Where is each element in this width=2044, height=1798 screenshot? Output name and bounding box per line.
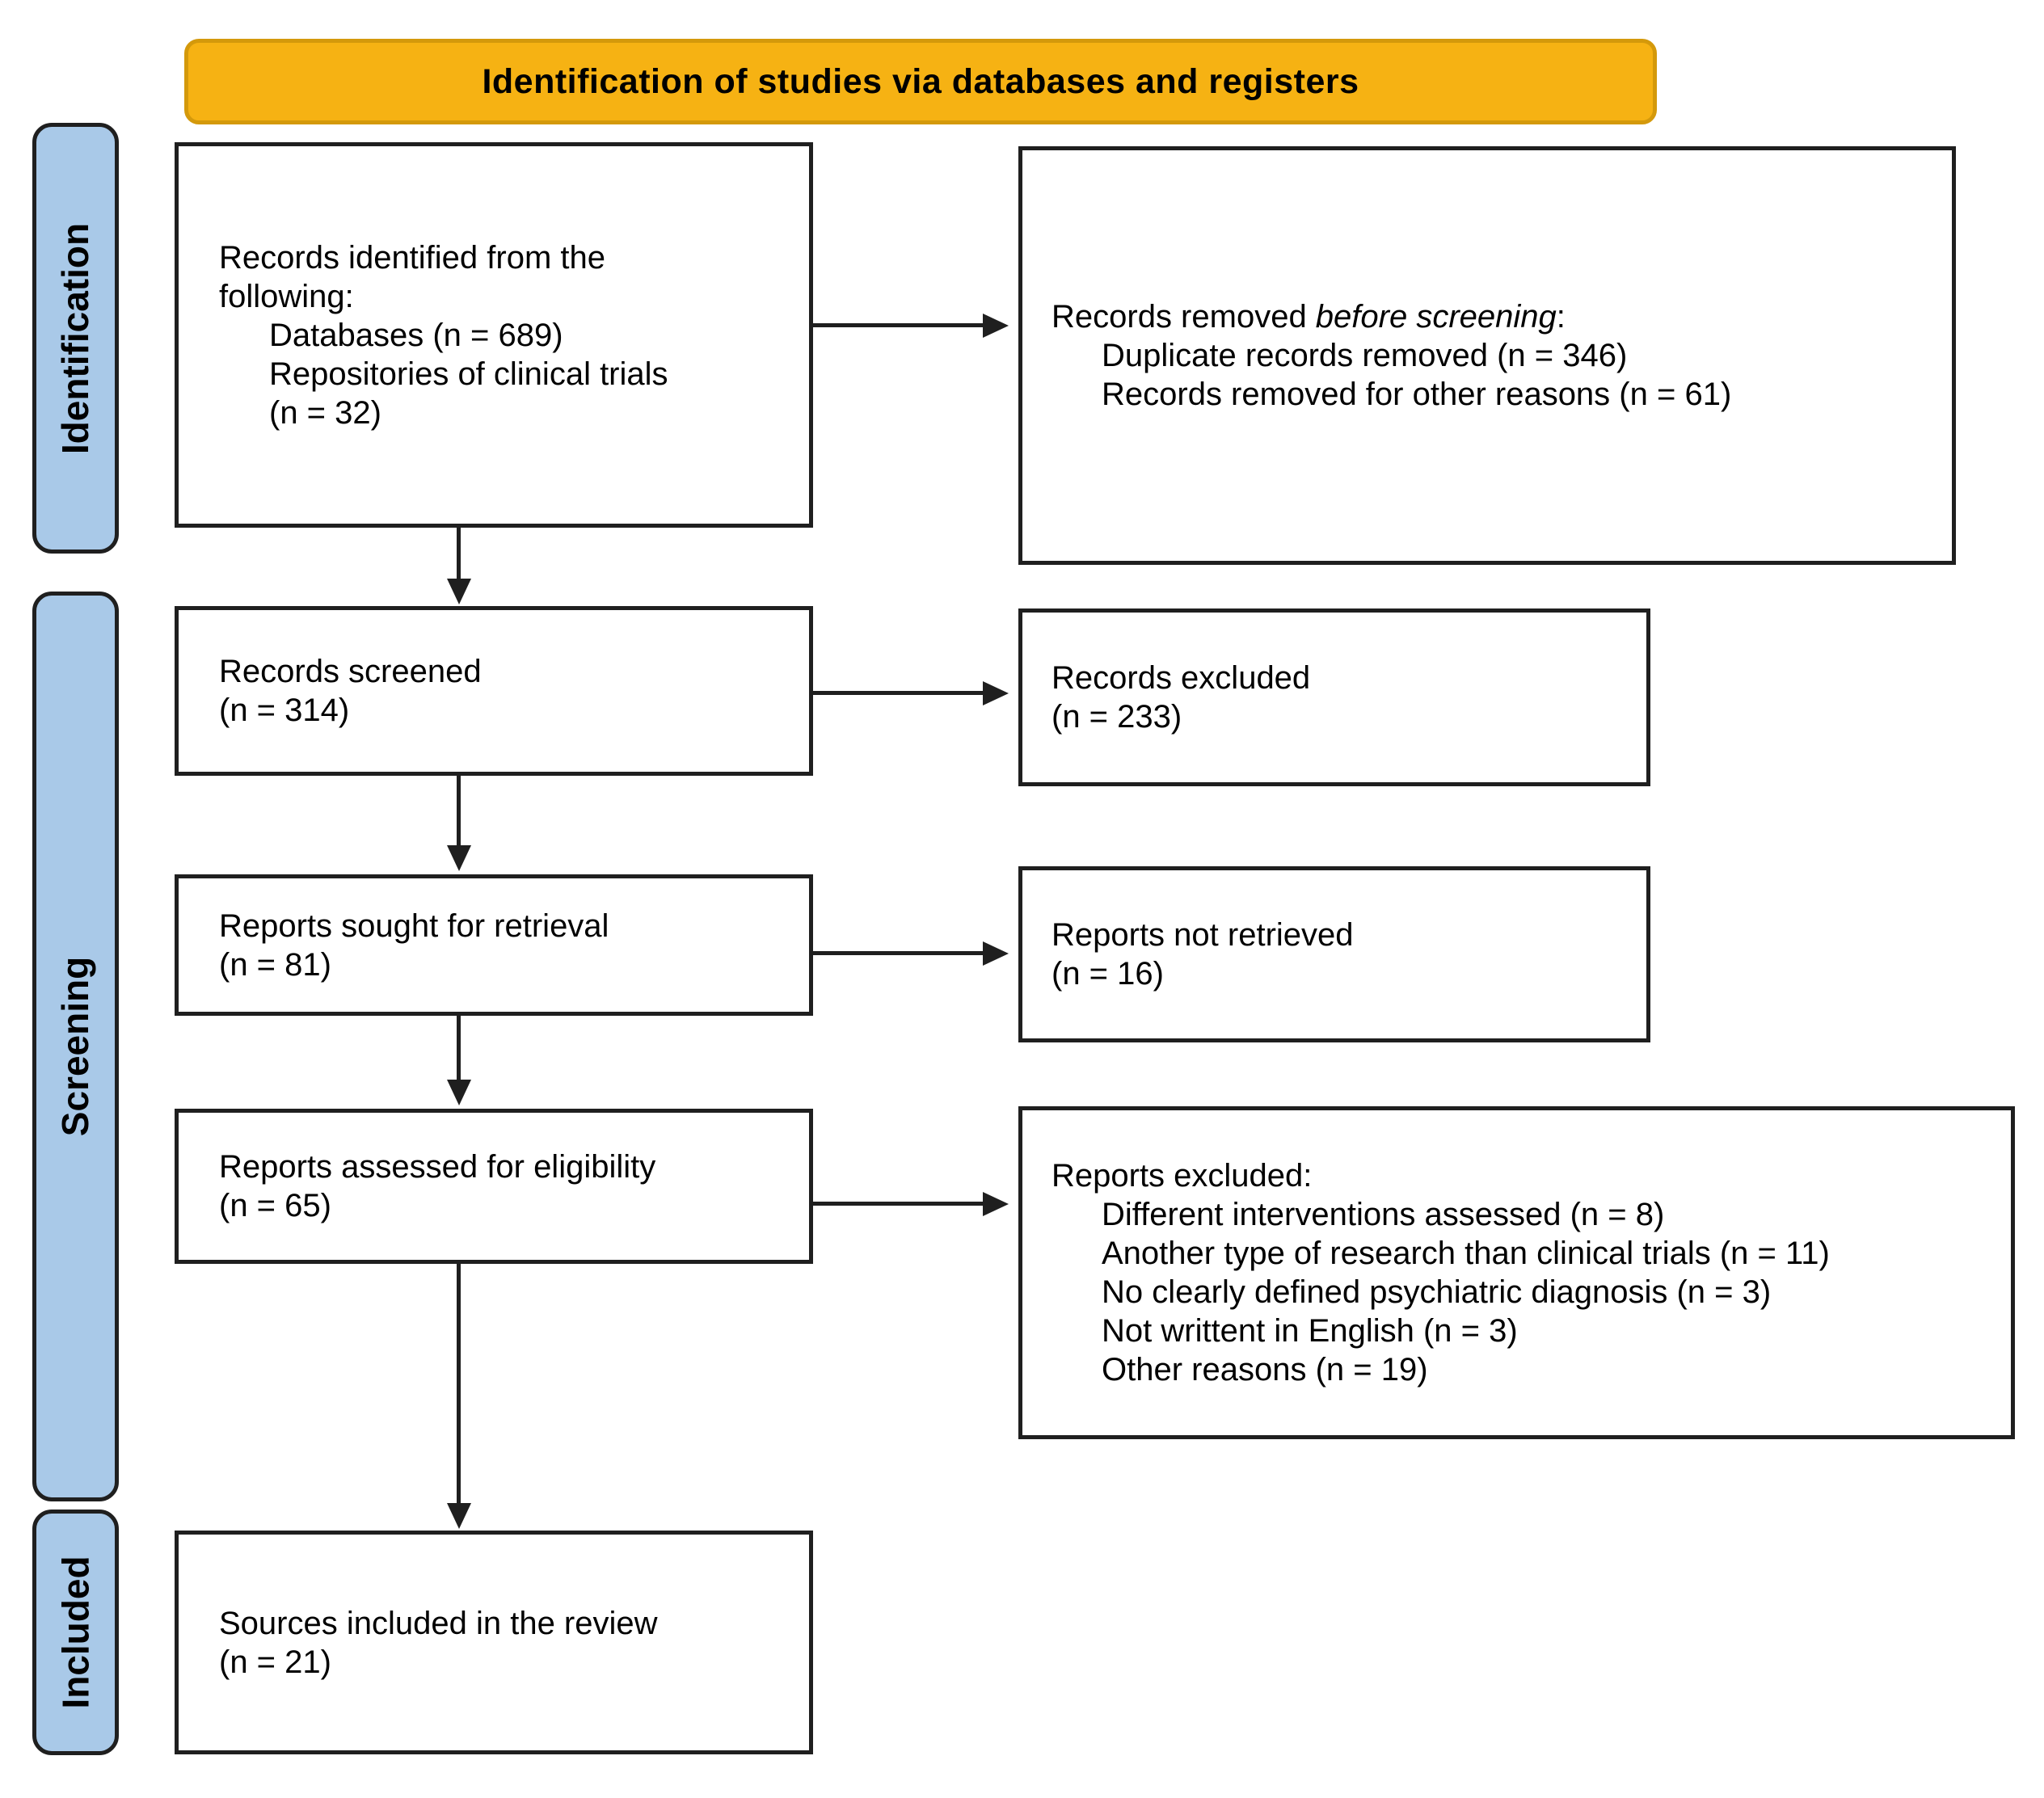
box-records-excluded: Records excluded (n = 233) (1018, 608, 1650, 786)
reports-excluded-item-not-english: Not writtent in English (n = 3) (1102, 1313, 1518, 1349)
stage-identification: Identification (32, 123, 119, 554)
records-excluded-count: (n = 233) (1052, 699, 1182, 735)
arrow-assessed-to-excluded (813, 1202, 983, 1206)
title-banner: Identification of studies via databases … (184, 39, 1657, 124)
records-removed-item-other-reasons: Records removed for other reasons (n = 6… (1102, 377, 1732, 412)
arrow-screened-to-excluded (813, 691, 983, 695)
reports-sought-count: (n = 81) (219, 946, 331, 983)
sources-included-count: (n = 21) (219, 1644, 331, 1680)
box-reports-assessed: Reports assessed for eligibility (n = 65… (175, 1109, 813, 1264)
reports-not-retrieved-count: (n = 16) (1052, 956, 1164, 992)
reports-sought-line1: Reports sought for retrieval (219, 907, 609, 944)
records-identified-item-repositories: Repositories of clinical trials (269, 356, 668, 392)
reports-excluded-item-other-reasons: Other reasons (n = 19) (1102, 1352, 1428, 1387)
stage-included-label: Included (54, 1556, 97, 1709)
records-removed-lead-suffix: : (1556, 299, 1566, 335)
arrow-sought-to-not-retrieved (813, 951, 983, 955)
box-sources-included: Sources included in the review (n = 21) (175, 1531, 813, 1754)
stage-screening: Screening (32, 592, 119, 1501)
reports-excluded-item-different-interventions: Different interventions assessed (n = 8) (1102, 1197, 1665, 1232)
arrow-screened-to-sought (457, 776, 461, 845)
reports-excluded-item-no-diagnosis: No clearly defined psychiatric diagnosis… (1102, 1274, 1772, 1310)
records-screened-line1: Records screened (219, 654, 482, 689)
arrow-identified-to-screened (457, 528, 461, 579)
records-removed-item-duplicates: Duplicate records removed (n = 346) (1102, 338, 1628, 373)
arrow-identified-to-removed (813, 323, 983, 327)
reports-excluded-lead: Reports excluded: (1052, 1158, 1313, 1194)
records-removed-lead-prefix: Records removed (1052, 299, 1316, 335)
sources-included-line1: Sources included in the review (219, 1605, 658, 1641)
reports-assessed-line1: Reports assessed for eligibility (219, 1149, 656, 1185)
stage-included: Included (32, 1510, 119, 1755)
reports-not-retrieved-line1: Reports not retrieved (1052, 917, 1354, 953)
box-records-screened: Records screened (n = 314) (175, 606, 813, 776)
arrow-sought-to-assessed (457, 1016, 461, 1080)
arrow-assessed-to-included (457, 1264, 461, 1503)
records-screened-count: (n = 314) (219, 693, 350, 728)
records-identified-lead-line2: following: (219, 278, 354, 314)
box-reports-sought: Reports sought for retrieval (n = 81) (175, 874, 813, 1016)
records-excluded-line1: Records excluded (1052, 660, 1311, 696)
box-reports-excluded: Reports excluded: Different intervention… (1018, 1106, 2015, 1439)
records-removed-lead: Records removed before screening: (1052, 297, 1931, 336)
box-reports-not-retrieved: Reports not retrieved (n = 16) (1018, 866, 1650, 1042)
title-banner-label: Identification of studies via databases … (482, 61, 1359, 101)
box-records-identified: Records identified from the following: D… (175, 142, 813, 528)
stage-identification-label: Identification (54, 222, 97, 454)
records-identified-lead-line1: Records identified from the (219, 239, 606, 276)
stage-screening-label: Screening (54, 956, 97, 1137)
records-removed-lead-italic: before screening (1315, 299, 1557, 335)
records-identified-item-databases: Databases (n = 689) (269, 317, 563, 353)
box-records-removed: Records removed before screening: Duplic… (1018, 146, 1956, 565)
reports-assessed-count: (n = 65) (219, 1188, 331, 1223)
records-identified-item-repositories-count: (n = 32) (269, 394, 381, 431)
reports-excluded-item-another-type: Another type of research than clinical t… (1102, 1236, 1830, 1271)
